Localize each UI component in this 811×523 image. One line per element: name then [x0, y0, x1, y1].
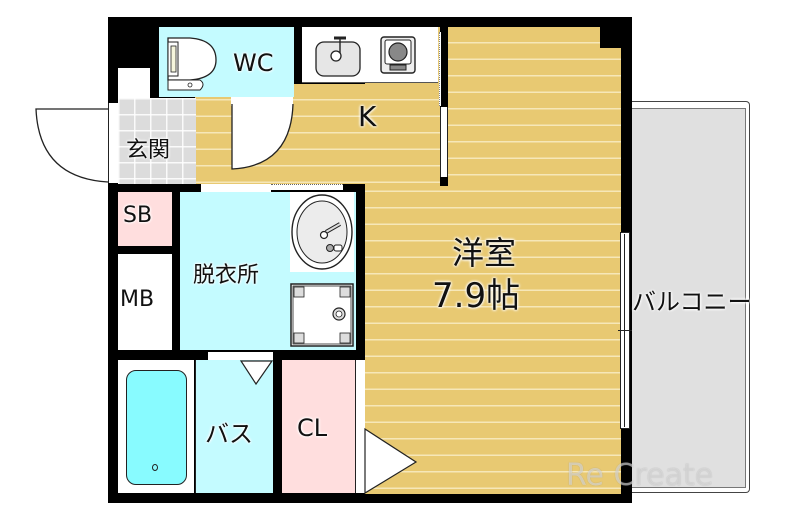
wc-door-icon: [231, 103, 294, 170]
dressing-room-label: 脱衣所: [193, 263, 260, 288]
entrance-door-icon: [35, 108, 109, 183]
bathtub: [126, 370, 187, 485]
watermark: Re Create: [566, 458, 714, 493]
closet-label: CL: [297, 414, 328, 442]
closet-door-arrow-icon: [364, 427, 418, 495]
balcony-floor: [630, 108, 746, 488]
entrance-label: 玄関: [126, 138, 171, 163]
shoe-box-label: SB: [123, 203, 153, 228]
dressing-room-sliding-door: [271, 184, 343, 192]
dressing-room-opening: [201, 184, 271, 192]
wc-door-frame: [231, 97, 293, 106]
entrance-door-opening: [108, 103, 118, 183]
bath-label: バス: [205, 420, 253, 448]
washbasin-icon: [291, 194, 353, 270]
balcony-label: バルコニー: [632, 288, 752, 316]
stove-icon: [380, 36, 416, 74]
kitchen-partition-wall-lower: [440, 177, 448, 186]
corner-pillar: [600, 27, 621, 48]
shoe-box: [118, 192, 172, 246]
entrance-upper-gap: [118, 68, 150, 98]
meter-box: [118, 254, 172, 350]
washing-machine-pan-icon: [290, 283, 354, 347]
closet-door-track: [355, 360, 365, 493]
bath-door-opening: [208, 352, 273, 360]
meter-box-label: MB: [120, 287, 155, 312]
kitchen-partition-slider: [439, 32, 441, 106]
bath-room: [195, 360, 273, 493]
kitchen-partition-wall: [440, 27, 448, 107]
western-room-label: 洋室: [452, 234, 517, 272]
bath-door-arrow-icon: [239, 360, 274, 386]
kitchen-sink-icon: [315, 36, 361, 77]
western-room-size: 7.9帖: [432, 276, 521, 316]
balcony-window-tick: [618, 330, 632, 331]
entrance-tile-floor: [118, 98, 196, 184]
toilet-icon: [167, 37, 217, 91]
closet: [282, 360, 355, 493]
kitchen-label: K: [358, 100, 377, 133]
kitchen-opening: [440, 107, 448, 177]
wc-label: WC: [233, 49, 274, 77]
bathtub-drain-icon: [152, 464, 158, 471]
